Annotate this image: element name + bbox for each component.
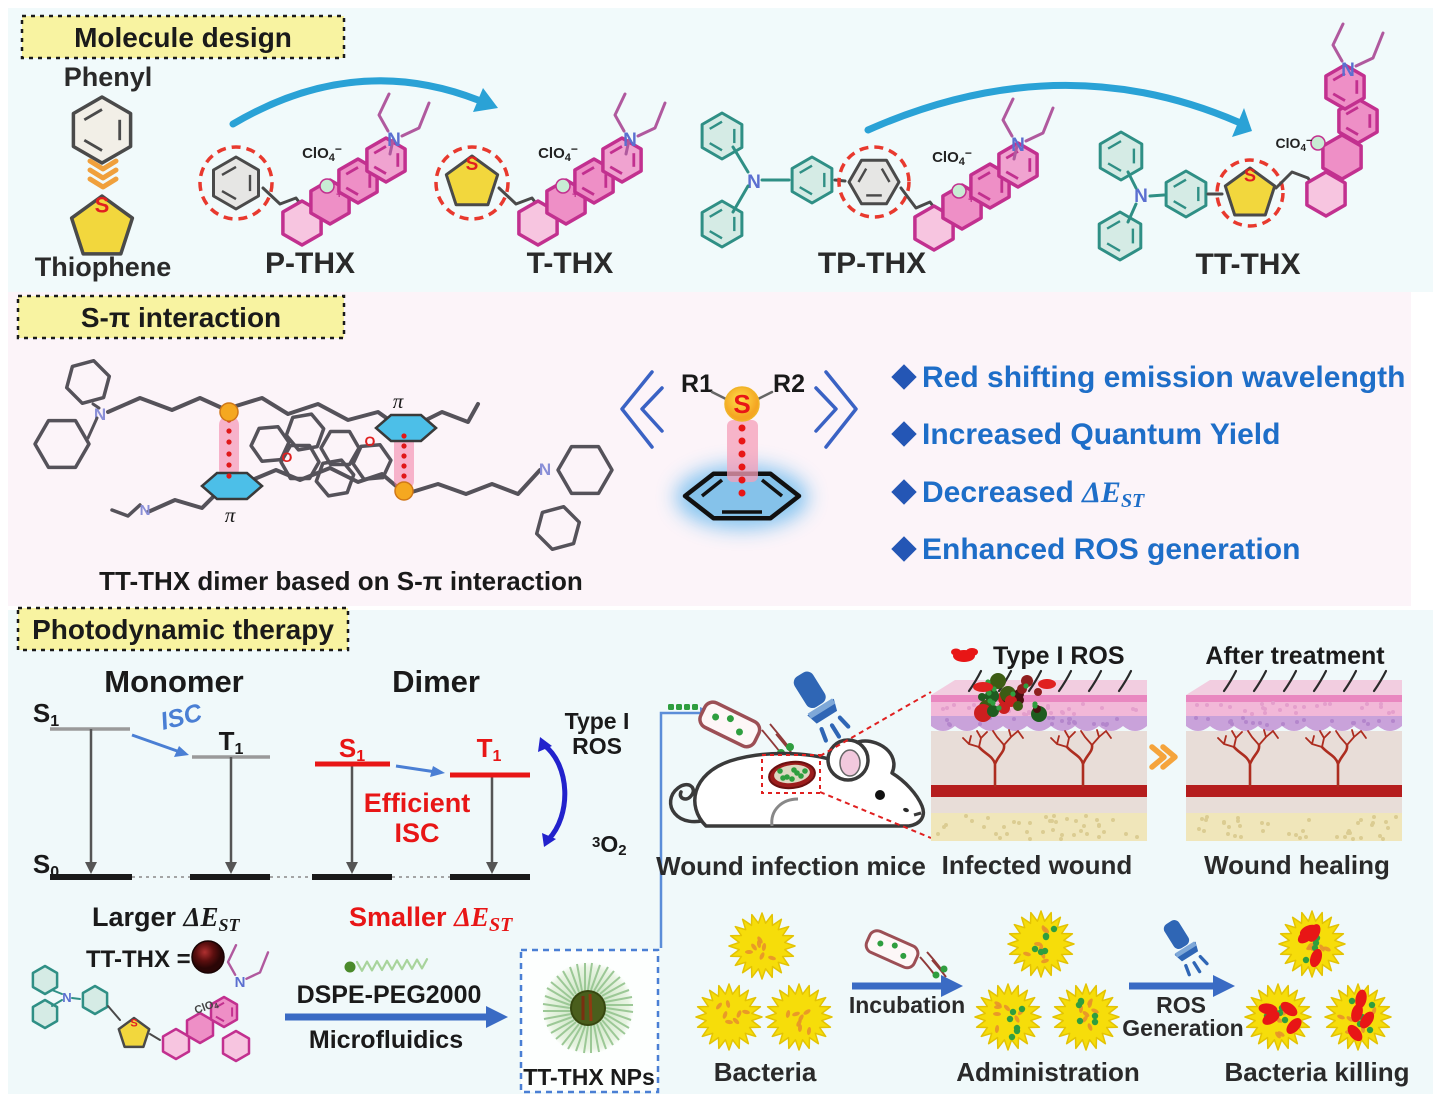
svg-text:Photodynamic therapy: Photodynamic therapy bbox=[32, 614, 334, 645]
svg-text:TT-THX NPs: TT-THX NPs bbox=[523, 1064, 655, 1090]
svg-text:Infected wound: Infected wound bbox=[942, 850, 1133, 880]
svg-text:Phenyl: Phenyl bbox=[64, 62, 153, 92]
svg-text:Wound healing: Wound healing bbox=[1204, 850, 1390, 880]
svg-text:DSPE-PEG2000: DSPE-PEG2000 bbox=[297, 981, 482, 1009]
svg-text:π: π bbox=[225, 503, 236, 527]
svg-text:Decreased ΔEST: Decreased ΔEST bbox=[922, 476, 1145, 512]
svg-text:Type I: Type I bbox=[565, 708, 630, 734]
svg-text:ISC: ISC bbox=[394, 818, 439, 848]
svg-text:N: N bbox=[235, 974, 246, 991]
svg-text:Molecule design: Molecule design bbox=[74, 22, 292, 53]
svg-text:S1: S1 bbox=[339, 733, 365, 765]
svg-text:Larger ΔEST: Larger ΔEST bbox=[92, 902, 240, 935]
svg-text:TT-THX: TT-THX bbox=[1196, 248, 1301, 281]
svg-text:Microfluidics: Microfluidics bbox=[309, 1026, 463, 1054]
svg-text:O: O bbox=[365, 433, 376, 449]
svg-text:Increased Quantum Yield: Increased Quantum Yield bbox=[922, 418, 1280, 451]
svg-text:N: N bbox=[140, 502, 151, 519]
svg-text:TT-THX =: TT-THX = bbox=[86, 946, 191, 973]
svg-text:+: + bbox=[572, 189, 578, 201]
svg-text:Red shifting emission waveleng: Red shifting emission wavelength bbox=[922, 361, 1405, 394]
svg-text:N: N bbox=[623, 130, 637, 151]
svg-text:N: N bbox=[387, 130, 401, 151]
svg-text:Type I ROS: Type I ROS bbox=[993, 642, 1125, 670]
svg-text:ROS: ROS bbox=[1156, 992, 1206, 1018]
svg-text:N: N bbox=[539, 460, 551, 479]
svg-text:S: S bbox=[733, 389, 750, 419]
svg-text:N: N bbox=[1134, 186, 1148, 207]
svg-text:S: S bbox=[130, 1017, 137, 1029]
svg-text:N: N bbox=[747, 172, 761, 193]
svg-text:Monomer: Monomer bbox=[104, 664, 244, 699]
svg-text:N: N bbox=[1011, 135, 1025, 156]
svg-text:T-THX: T-THX bbox=[527, 247, 614, 280]
svg-text:After treatment: After treatment bbox=[1205, 642, 1385, 670]
svg-text:TT-THX dimer based on S-π inte: TT-THX dimer based on S-π interaction bbox=[99, 566, 583, 596]
svg-text:Administration: Administration bbox=[956, 1057, 1139, 1087]
svg-text:S: S bbox=[95, 193, 110, 218]
svg-text:Generation: Generation bbox=[1122, 1015, 1243, 1041]
svg-text:Dimer: Dimer bbox=[392, 664, 480, 699]
svg-text:Enhanced ROS generation: Enhanced ROS generation bbox=[922, 533, 1300, 566]
svg-text:R1: R1 bbox=[681, 370, 713, 398]
svg-text:O: O bbox=[282, 449, 293, 465]
svg-text:Bacteria killing: Bacteria killing bbox=[1225, 1057, 1410, 1087]
svg-text:R2: R2 bbox=[773, 370, 805, 398]
svg-text:S-π interaction: S-π interaction bbox=[81, 302, 281, 333]
svg-text:T1: T1 bbox=[477, 733, 502, 765]
svg-text:N: N bbox=[1341, 60, 1355, 81]
svg-text:Efficient: Efficient bbox=[364, 788, 471, 818]
svg-text:Wound infection mice: Wound infection mice bbox=[656, 851, 926, 881]
svg-text:P-THX: P-THX bbox=[265, 247, 355, 280]
svg-text:S: S bbox=[1244, 166, 1256, 186]
svg-text:+: + bbox=[336, 189, 342, 201]
svg-text:TP-THX: TP-THX bbox=[818, 247, 926, 280]
svg-text:+: + bbox=[968, 194, 974, 206]
svg-text:Bacteria: Bacteria bbox=[714, 1057, 817, 1087]
svg-text:S: S bbox=[466, 154, 479, 175]
svg-text:Smaller ΔEST: Smaller ΔEST bbox=[349, 902, 513, 936]
svg-text:ROS: ROS bbox=[572, 733, 622, 759]
svg-text:π: π bbox=[393, 389, 404, 413]
svg-text:Thiophene: Thiophene bbox=[35, 252, 172, 282]
svg-text:N: N bbox=[62, 990, 71, 1005]
svg-text:Incubation: Incubation bbox=[849, 992, 965, 1018]
